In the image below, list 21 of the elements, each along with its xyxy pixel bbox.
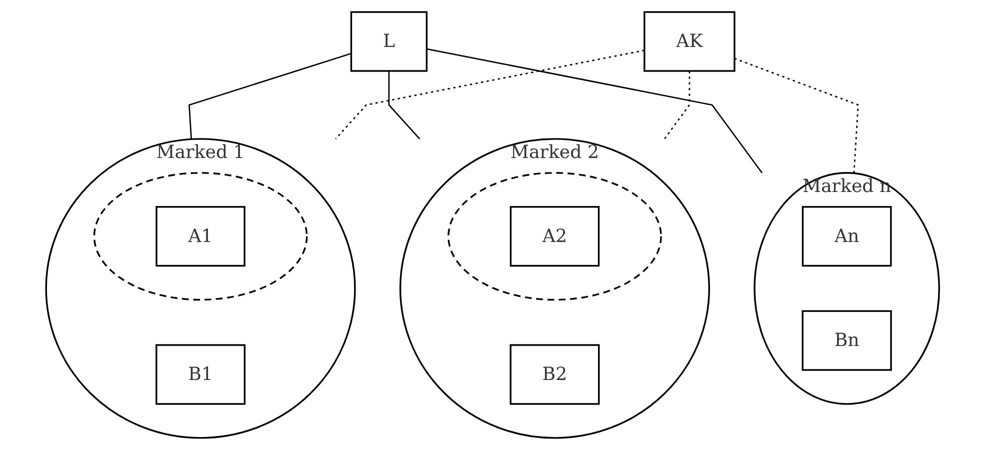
node-label: Marked 1 — [156, 141, 246, 163]
node-box: B2 — [510, 344, 600, 405]
node-box: L — [350, 11, 428, 72]
connector — [734, 58, 860, 173]
connector — [188, 52, 352, 139]
connector — [426, 48, 763, 174]
cluster — [400, 138, 710, 439]
node-box: An — [802, 206, 892, 267]
node-box: Bn — [802, 310, 892, 371]
cluster — [754, 172, 940, 405]
connector — [388, 70, 421, 140]
cluster — [94, 172, 308, 301]
cluster — [448, 172, 662, 301]
node-box: A2 — [510, 206, 600, 267]
node-label: Marked 2 — [510, 141, 600, 163]
node-box: A1 — [156, 206, 246, 267]
node-box: B1 — [156, 344, 246, 405]
cluster — [46, 138, 356, 439]
connector — [664, 70, 690, 140]
connector — [335, 50, 645, 140]
node-box: AK — [644, 11, 736, 72]
